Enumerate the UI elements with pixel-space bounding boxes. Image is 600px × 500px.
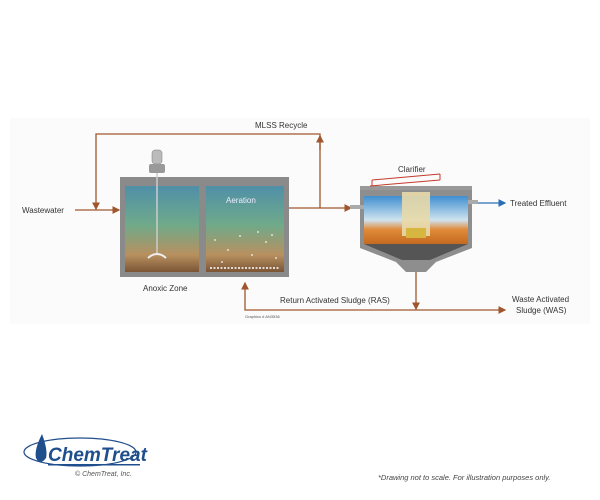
disclaimer: *Drawing not to scale. For illustration …: [378, 473, 550, 482]
mixer: [147, 149, 167, 259]
anoxic-zone-label: Anoxic Zone: [143, 284, 188, 293]
chemtreat-logo: ChemTreat: [23, 434, 148, 467]
diagram-background: [10, 118, 590, 324]
mlss-recycle-line: [92, 133, 321, 211]
anoxic-tank: [120, 177, 202, 277]
ras-label: Return Activated Sludge (RAS): [280, 296, 390, 305]
mlss-recycle-label: MLSS Recycle: [255, 121, 308, 130]
logo-text: ChemTreat: [48, 445, 148, 466]
was-label-line1: Waste Activated: [512, 295, 569, 304]
copyright: © ChemTreat, Inc.: [75, 470, 132, 478]
aeration-tank: [202, 177, 289, 277]
air-bubbles: [214, 231, 277, 263]
aeration-label: Aeration: [226, 196, 256, 205]
graphics-id: Graphics # AN3536: [245, 314, 280, 319]
clarifier-walkway: [369, 173, 441, 187]
clarifier-label: Clarifier: [398, 165, 426, 174]
ras-line: [241, 281, 416, 311]
clarifier: [350, 173, 478, 272]
treated-effluent-label: Treated Effluent: [510, 199, 567, 208]
droplet-icon: [35, 434, 47, 462]
was-label-line2: Sludge (WAS): [516, 306, 567, 315]
wastewater-label: Wastewater: [22, 206, 64, 215]
